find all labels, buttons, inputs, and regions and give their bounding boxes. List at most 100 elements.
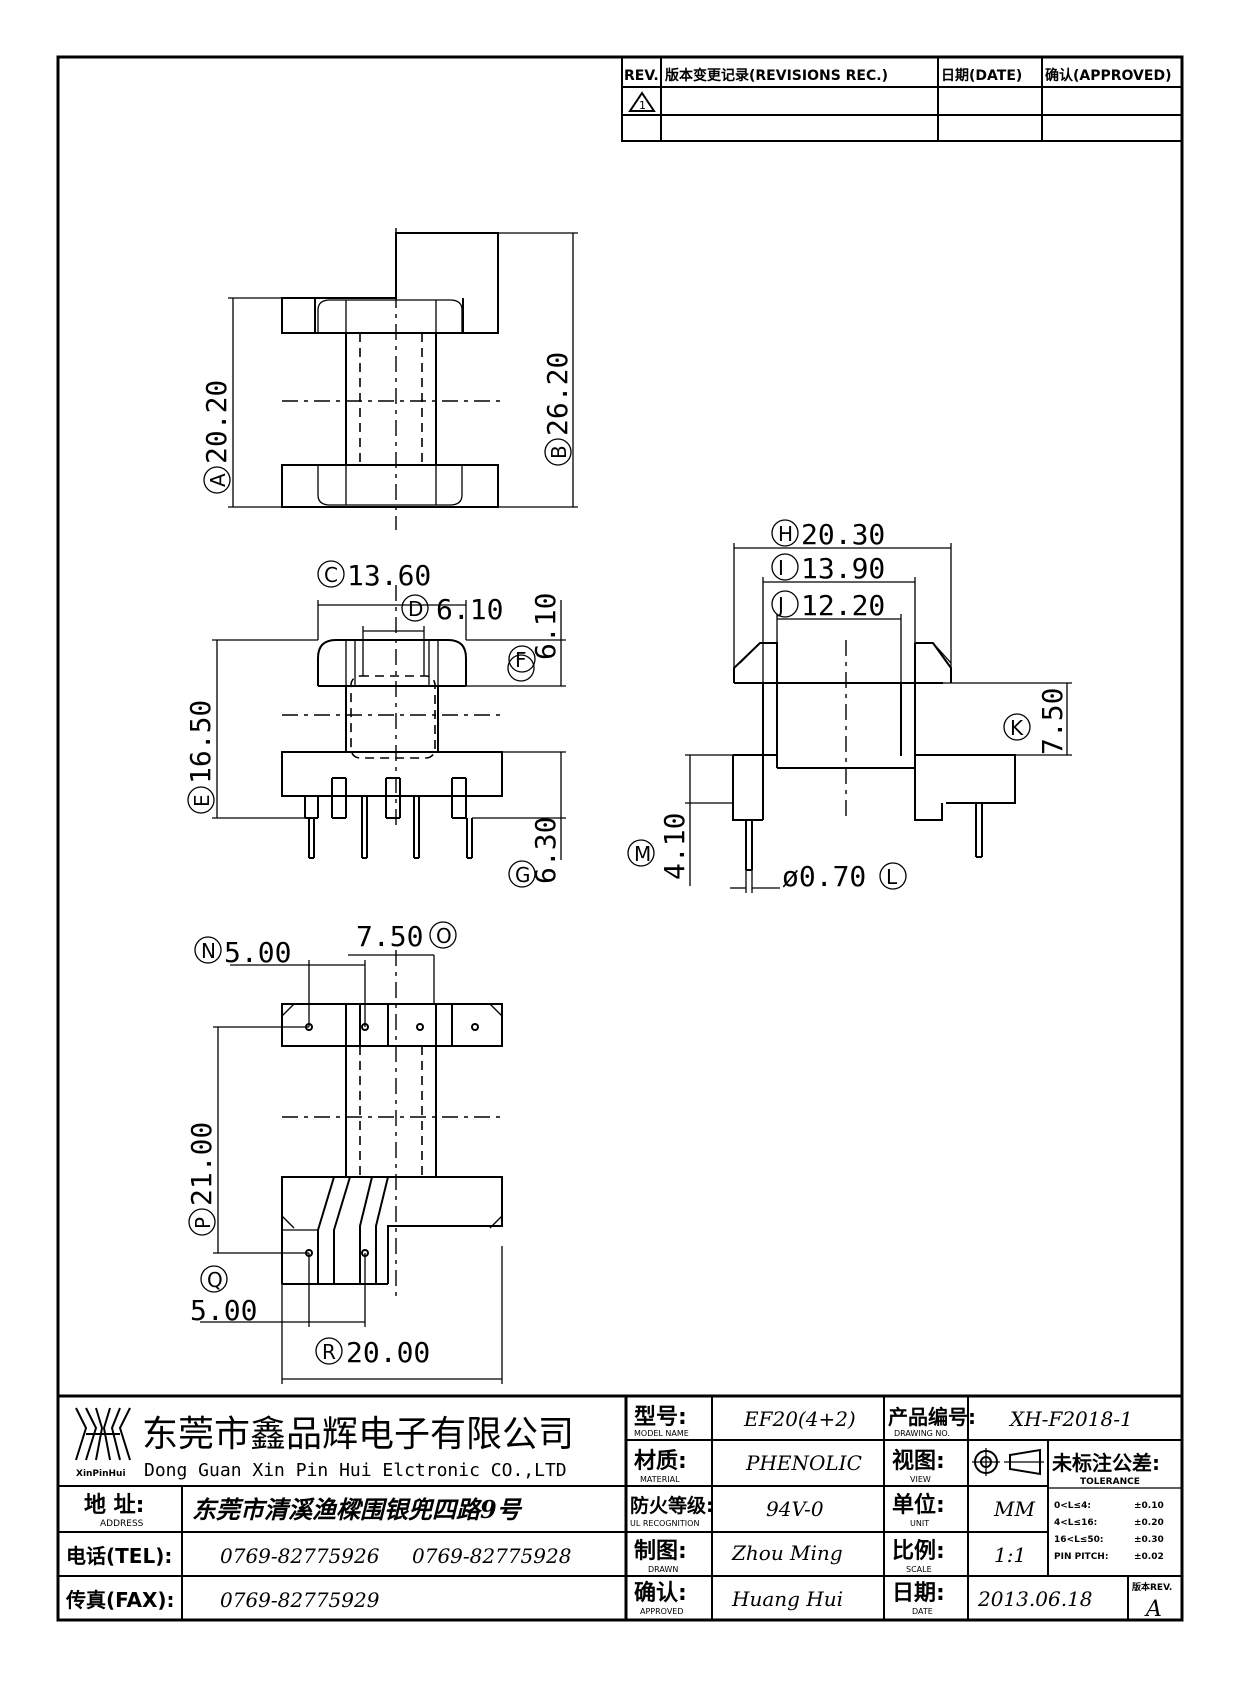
fax-value: 0769-82775929 — [220, 1588, 380, 1612]
model-value: EF20(4+2) — [743, 1407, 856, 1431]
model-label: 型号: — [634, 1405, 687, 1430]
fire-value: 94V-0 — [766, 1497, 824, 1521]
drawing-no-label-en: DRAWING NO. — [894, 1429, 950, 1438]
dim-L-value: ø0.70 — [782, 860, 866, 893]
dim-D: D 6.10 — [401, 593, 503, 626]
version-value: A — [1144, 1597, 1162, 1622]
tolerance-label-en: TOLERANCE — [1080, 1477, 1140, 1487]
dim-H-letter: H — [778, 522, 793, 546]
dim-M-value: 4.10 — [658, 813, 691, 880]
dim-J-value: 12.20 — [801, 589, 885, 622]
title-block: XinPinHui 东莞市鑫品辉电子有限公司 Dong Guan Xin Pin… — [56, 1394, 1184, 1622]
rev-col-date: 日期(DATE) — [941, 68, 1022, 84]
dim-P-value: 21.00 — [185, 1122, 218, 1206]
approved-label-en: APPROVED — [640, 1607, 684, 1616]
rev-col-approved: 确认(APPROVED) — [1045, 67, 1171, 84]
address-label: 地 址: — [84, 1493, 144, 1518]
revision-table: REV. 版本变更记录(REVISIONS REC.) 日期(DATE) 确认(… — [621, 56, 1183, 142]
tolerance-range-2: 4<L≤16: — [1054, 1518, 1097, 1528]
view-label: 视图: — [892, 1448, 945, 1474]
revision-triangle-icon: 1 — [628, 91, 656, 112]
logo-text: XinPinHui — [76, 1469, 126, 1479]
tolerance-value-2: ±0.20 — [1134, 1518, 1164, 1528]
unit-label: 单位: — [892, 1492, 945, 1518]
dim-J-letter: J — [776, 593, 784, 617]
dim-R-letter: R — [322, 1340, 336, 1364]
fire-label-en: UL RECOGNITION — [630, 1519, 699, 1528]
company-logo-icon: XinPinHui — [75, 1407, 131, 1479]
dim-C: C 13.60 — [317, 559, 431, 592]
dim-C-badge — [317, 560, 345, 588]
version-label: 版本REV. — [1131, 1581, 1172, 1593]
model-label-en: MODEL NAME — [634, 1429, 689, 1438]
material-label-en: MATERIAL — [640, 1475, 680, 1484]
dim-P: P 21.00 — [185, 1122, 218, 1236]
dim-Q-value: 5.00 — [190, 1294, 257, 1327]
fire-label: 防火等级: — [630, 1494, 714, 1517]
company-name-cn: 东莞市鑫品辉电子有限公司 — [142, 1414, 574, 1455]
tel-label: 电话(TEL): — [66, 1544, 172, 1568]
rev-col-rev: REV. — [624, 68, 659, 84]
scale-label-en: SCALE — [906, 1565, 932, 1574]
dim-E-badge — [187, 786, 215, 814]
dim-A: A 20.20 — [200, 380, 233, 494]
dim-F-badge — [507, 654, 535, 682]
dim-M: M — [627, 839, 655, 867]
side-view — [685, 543, 1072, 893]
dim-G-value: 6.30 — [529, 817, 562, 884]
dim-G-letter-group: G — [508, 860, 536, 888]
dim-G-letter: G — [515, 863, 531, 887]
dim-E-letter: E — [190, 794, 214, 807]
tolerance-value-1: ±0.10 — [1134, 1501, 1164, 1511]
front-view — [212, 585, 566, 860]
dim-F: 6.10 — [507, 593, 562, 682]
dim-H-value: 20.30 — [801, 518, 885, 551]
dim-B-letter: B — [547, 445, 571, 459]
rev-col-rec: 版本变更记录(REVISIONS REC.) — [665, 67, 888, 84]
dim-L: ø0.70 L — [782, 860, 907, 893]
dim-E-value: 16.50 — [184, 700, 217, 784]
sheet-border — [56, 55, 1184, 1622]
drawn-value: Zhou Ming — [731, 1541, 843, 1565]
projection-symbol-icon — [972, 1448, 1044, 1476]
dim-R: R 20.00 — [315, 1336, 430, 1369]
scale-value: 1:1 — [994, 1543, 1026, 1567]
tolerance-range-3: 16<L≤50: — [1054, 1535, 1103, 1545]
dim-O-letter: O — [436, 924, 452, 948]
tel-value-2: 0769-82775928 — [412, 1544, 571, 1568]
dim-K-value: 7.50 — [1036, 688, 1069, 755]
dim-H: H 20.30 — [771, 518, 885, 551]
dim-A-value: 20.20 — [200, 380, 233, 464]
dim-D-letter: D — [408, 597, 423, 621]
dim-O: 7.50 O — [356, 920, 457, 953]
unit-value: MM — [993, 1497, 1035, 1521]
tolerance-value-3: ±0.30 — [1134, 1535, 1164, 1545]
unit-label-en: UNIT — [910, 1519, 929, 1528]
dim-Q-letter: Q — [207, 1268, 223, 1292]
dim-N-value: 5.00 — [224, 936, 291, 969]
dim-L-letter: L — [886, 865, 898, 889]
date-label: 日期: — [892, 1581, 945, 1606]
material-value: PHENOLIC — [745, 1451, 862, 1475]
dim-J: J 12.20 — [771, 589, 885, 622]
dim-K: K — [1003, 713, 1031, 741]
dim-B-value: 26.20 — [541, 352, 574, 436]
date-value: 2013.06.18 — [977, 1587, 1093, 1611]
top-view — [228, 228, 578, 530]
tolerance-label: 未标注公差: — [1052, 1451, 1160, 1475]
dim-A-badge — [203, 466, 231, 494]
dim-K-letter: K — [1010, 716, 1024, 740]
dim-N: N 5.00 — [194, 936, 291, 969]
dim-B: B 26.20 — [541, 352, 574, 466]
dim-C-value: 13.60 — [347, 559, 431, 592]
dim-D-value: 6.10 — [436, 593, 503, 626]
dim-Q: Q 5.00 — [190, 1265, 257, 1327]
dim-M-letter: M — [634, 842, 651, 866]
address-label-en: ADDRESS — [100, 1519, 144, 1529]
dim-I-letter: I — [778, 556, 784, 580]
scale-label: 比例: — [892, 1539, 945, 1564]
dim-O-value: 7.50 — [356, 920, 423, 953]
tolerance-value-4: ±0.02 — [1134, 1552, 1164, 1562]
dim-B-badge — [544, 438, 572, 466]
dim-I: I 13.90 — [771, 552, 885, 585]
